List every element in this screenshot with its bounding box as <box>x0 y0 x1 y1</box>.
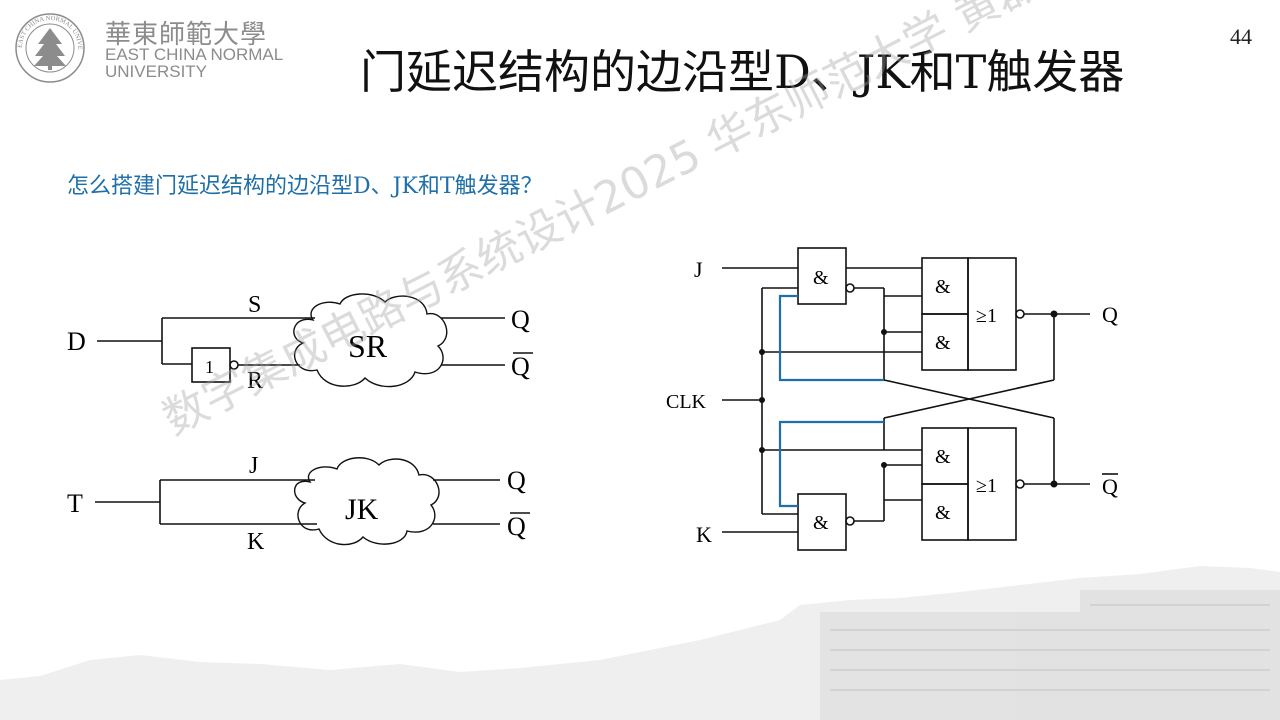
jk-cloud <box>294 457 440 546</box>
lower-or-bubble <box>1015 479 1025 489</box>
j-and-bubble <box>845 283 855 293</box>
logo-english-line2: UNIVERSITY <box>105 62 208 81</box>
qbar-output-label: Q <box>511 352 530 381</box>
sr-cloud-label: SR <box>348 328 388 364</box>
t-input-label: T <box>67 489 83 518</box>
qbar-output-label: Q <box>1102 474 1118 499</box>
k-label: K <box>247 529 265 555</box>
upper-and-1-symbol: & <box>935 276 951 298</box>
k-and-bubble <box>845 516 855 526</box>
j-label: J <box>249 453 258 479</box>
j-input-label: J <box>694 257 703 282</box>
r-label: R <box>247 368 263 394</box>
s-label: S <box>248 292 261 318</box>
upper-or-bubble <box>1015 309 1025 319</box>
blue-feedback-wires <box>778 294 884 508</box>
lower-and-2-symbol: & <box>935 502 951 524</box>
not-gate-label: 1 <box>205 357 214 377</box>
logo-chinese-name: 華東師範大學 <box>105 20 268 50</box>
q-output-label: Q <box>511 305 530 334</box>
upper-and-2-symbol: & <box>935 332 951 354</box>
k-and-symbol: & <box>813 512 829 534</box>
lower-and-1-symbol: & <box>935 446 951 468</box>
q-output-label: Q <box>1102 302 1118 327</box>
university-seal-icon: EAST CHINA NORMAL UNIVERSITY <box>8 6 85 83</box>
d-flipflop-diagram: D S R 1 SR Q Q <box>67 292 533 394</box>
upper-or-symbol: ≥1 <box>976 305 997 327</box>
d-input-label: D <box>67 327 86 356</box>
page-number: 44 <box>1230 24 1252 49</box>
q-output-label: Q <box>507 466 526 495</box>
jk-gate-circuit: J CLK K & & & & ≥1 & & ≥1 Q Q <box>666 247 1118 551</box>
university-logo: EAST CHINA NORMAL UNIVERSITY 華東師範大學 EAST… <box>8 6 298 86</box>
j-and-gate <box>797 247 847 305</box>
logo-english-line1: EAST CHINA NORMAL <box>105 45 284 64</box>
qbar-output-label: Q <box>507 512 526 541</box>
slide-subtitle: 怎么搭建门延迟结构的边沿型D、JK和T触发器？ <box>67 174 543 199</box>
lower-or-symbol: ≥1 <box>976 475 997 497</box>
slide-title: 门延迟结构的边沿型D、JK和T触发器 <box>360 45 1125 99</box>
k-input-label: K <box>696 522 712 547</box>
jk-cloud-label: JK <box>345 493 379 526</box>
sr-cloud <box>293 293 448 388</box>
t-flipflop-diagram: T J K JK Q Q <box>67 453 530 555</box>
j-and-symbol: & <box>813 267 829 289</box>
clk-input-label: CLK <box>666 391 707 413</box>
